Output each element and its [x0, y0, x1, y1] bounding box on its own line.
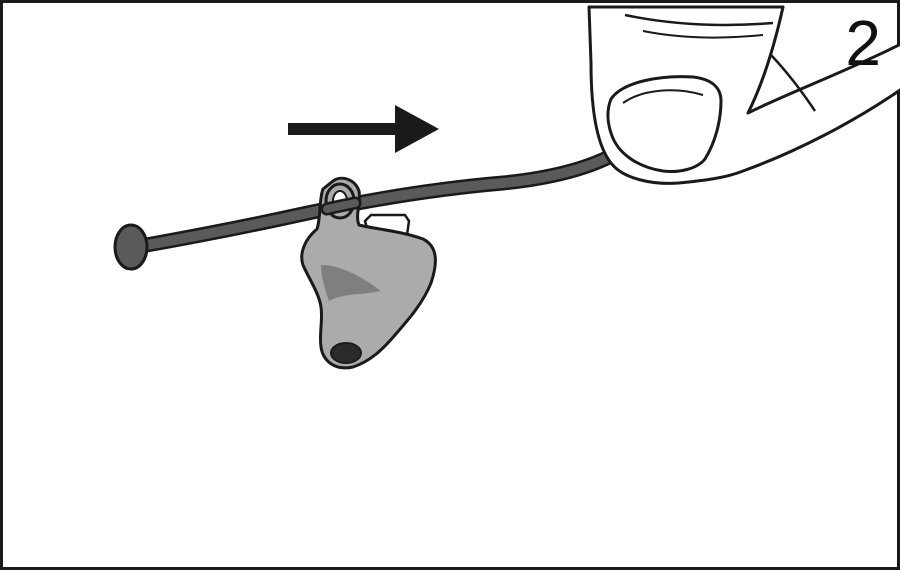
removal-cord	[113, 147, 621, 271]
step-number: 2	[845, 7, 881, 79]
fingernail	[606, 75, 723, 173]
step-illustration	[113, 5, 900, 370]
in-ear-hearing-aid	[300, 176, 437, 370]
sound-outlet	[330, 342, 362, 364]
cord-knob	[113, 223, 149, 271]
arrow-right-icon	[288, 105, 439, 153]
finger-pulling-cord	[587, 5, 900, 185]
